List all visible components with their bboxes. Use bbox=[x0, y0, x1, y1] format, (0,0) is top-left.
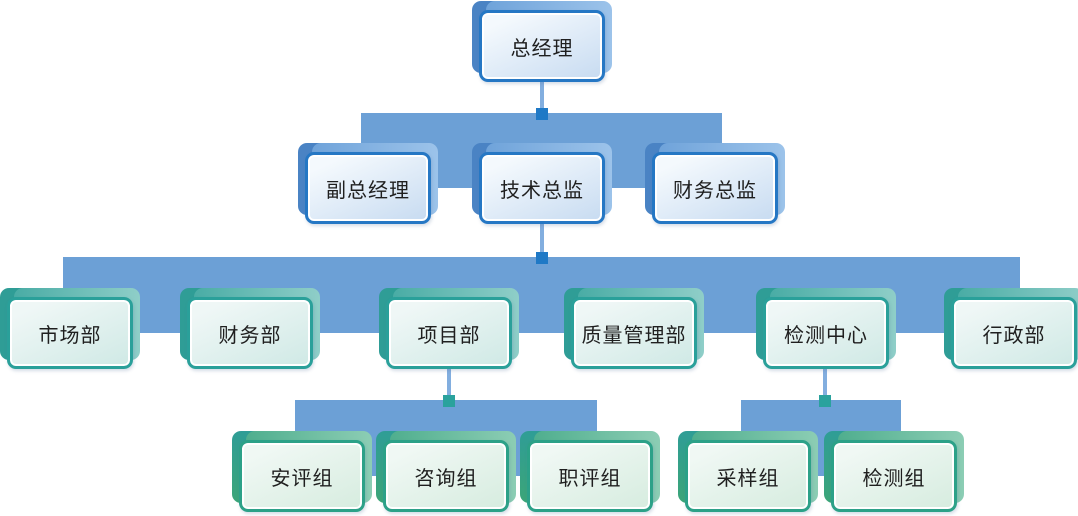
node-label: 总经理 bbox=[510, 35, 574, 60]
node-admin-dept: 行政部 bbox=[944, 288, 1078, 369]
node-label: 项目部 bbox=[417, 322, 481, 347]
node-label: 咨询组 bbox=[414, 465, 478, 490]
node-sampling-group: 采样组 bbox=[678, 431, 818, 512]
node-marketing-dept: 市场部 bbox=[0, 288, 140, 369]
connector-line-project-dept bbox=[447, 367, 451, 403]
node-card: 总经理 bbox=[479, 10, 605, 82]
node-card: 检测中心 bbox=[763, 297, 889, 369]
node-financial-director: 财务总监 bbox=[645, 143, 785, 224]
connector-line-testing-center bbox=[823, 367, 827, 403]
node-label: 安评组 bbox=[270, 465, 334, 490]
node-card: 财务部 bbox=[187, 297, 313, 369]
node-card: 咨询组 bbox=[383, 440, 509, 512]
junction-square-level3 bbox=[536, 252, 548, 264]
node-safety-assessment-group: 安评组 bbox=[232, 431, 372, 512]
node-quality-management-dept: 质量管理部 bbox=[564, 288, 704, 369]
node-card: 质量管理部 bbox=[571, 297, 697, 369]
node-card: 行政部 bbox=[951, 297, 1077, 369]
node-consulting-group: 咨询组 bbox=[376, 431, 516, 512]
node-finance-dept: 财务部 bbox=[180, 288, 320, 369]
node-technical-director: 技术总监 bbox=[472, 143, 612, 224]
junction-square-level2 bbox=[536, 108, 548, 120]
node-label: 采样组 bbox=[716, 465, 780, 490]
node-card: 项目部 bbox=[386, 297, 512, 369]
node-label: 行政部 bbox=[982, 322, 1046, 347]
node-general-manager: 总经理 bbox=[472, 1, 612, 82]
node-card: 技术总监 bbox=[479, 152, 605, 224]
node-card: 检测组 bbox=[831, 440, 957, 512]
node-label: 检测组 bbox=[862, 465, 926, 490]
node-card: 采样组 bbox=[685, 440, 811, 512]
node-label: 技术总监 bbox=[500, 177, 584, 202]
connector-line-technical-director bbox=[540, 222, 544, 260]
node-label: 副总经理 bbox=[326, 177, 410, 202]
node-deputy-general-manager: 副总经理 bbox=[298, 143, 438, 224]
junction-square-testing-groups bbox=[819, 395, 831, 407]
node-card: 财务总监 bbox=[652, 152, 778, 224]
node-label: 职评组 bbox=[558, 465, 622, 490]
node-label: 质量管理部 bbox=[581, 322, 687, 347]
node-testing-group: 检测组 bbox=[824, 431, 964, 512]
node-occupational-assessment-group: 职评组 bbox=[520, 431, 660, 512]
node-card: 副总经理 bbox=[305, 152, 431, 224]
node-label: 财务部 bbox=[218, 322, 282, 347]
node-testing-center: 检测中心 bbox=[756, 288, 896, 369]
junction-square-project-groups bbox=[443, 395, 455, 407]
node-label: 财务总监 bbox=[673, 177, 757, 202]
node-project-dept: 项目部 bbox=[379, 288, 519, 369]
connector-line-general-manager bbox=[540, 80, 544, 116]
node-label: 检测中心 bbox=[784, 322, 868, 347]
node-card: 职评组 bbox=[527, 440, 653, 512]
node-card: 安评组 bbox=[239, 440, 365, 512]
node-label: 市场部 bbox=[38, 322, 102, 347]
node-card: 市场部 bbox=[7, 297, 133, 369]
